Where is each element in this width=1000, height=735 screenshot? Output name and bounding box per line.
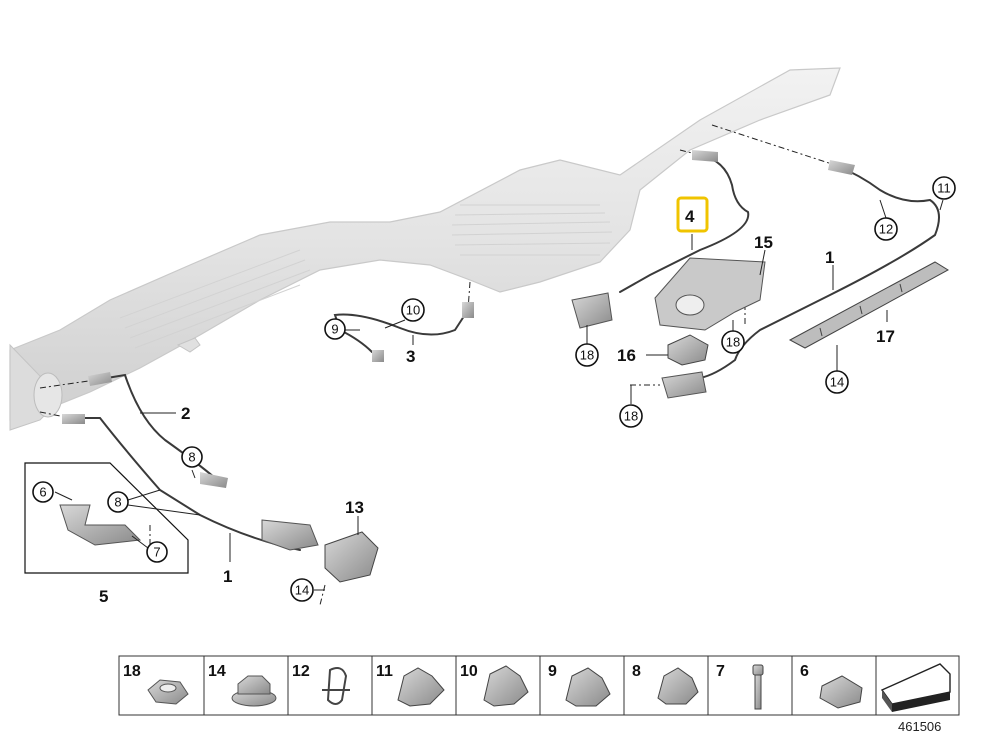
callout-11: 11 xyxy=(932,176,956,200)
label-1-right: 1 xyxy=(825,248,834,267)
legend-item-8: 8 xyxy=(632,663,641,680)
callout-8-inset: 8 xyxy=(107,491,129,513)
callout-10: 10 xyxy=(401,298,425,322)
label-13: 13 xyxy=(345,498,364,517)
cable-holder-10-icon xyxy=(483,665,529,707)
legend-item-7: 7 xyxy=(716,663,725,680)
cable-holder-9-icon xyxy=(565,667,611,707)
legend-item-12: 12 xyxy=(292,663,310,680)
brackets xyxy=(59,257,949,583)
label-3: 3 xyxy=(406,347,415,366)
exhaust-system xyxy=(9,67,841,431)
svg-text:11: 11 xyxy=(937,181,951,196)
svg-text:12: 12 xyxy=(879,222,893,237)
callout-18-lower: 18 xyxy=(619,404,643,428)
part-labels: 1 1 2 3 4 5 13 15 16 17 xyxy=(99,207,895,606)
svg-text:9: 9 xyxy=(331,322,338,337)
svg-text:7: 7 xyxy=(153,545,160,560)
svg-text:14: 14 xyxy=(830,375,844,390)
callout-18-sensor: 18 xyxy=(575,343,599,367)
clip-icon xyxy=(322,667,350,705)
svg-text:10: 10 xyxy=(406,303,420,318)
svg-text:6: 6 xyxy=(39,485,46,500)
flange-nut-icon xyxy=(231,675,277,707)
cable-sleeve-icon xyxy=(819,675,863,709)
legend-item-11: 11 xyxy=(376,663,393,680)
reference-number: 461506 xyxy=(898,719,941,734)
callout-9: 9 xyxy=(324,318,346,340)
leader-lines xyxy=(39,124,836,606)
svg-text:18: 18 xyxy=(580,348,594,363)
legend-item-14: 14 xyxy=(208,663,226,680)
inset-frame xyxy=(24,462,189,574)
oxygen-sensor-harnesses xyxy=(62,150,940,551)
callout-18-bracket: 18 xyxy=(721,330,745,354)
hex-nut-icon xyxy=(147,679,189,705)
label-4: 4 xyxy=(685,207,695,226)
label-2: 2 xyxy=(181,404,190,423)
callout-6: 6 xyxy=(32,481,54,503)
callout-7: 7 xyxy=(146,541,168,563)
callouts: 6 7 8 8 9 10 11 12 14 14 18 18 18 xyxy=(32,176,956,602)
legend-strip: 18 14 12 11 10 9 8 7 6 xyxy=(118,655,960,716)
label-5: 5 xyxy=(99,587,108,606)
label-leaders xyxy=(54,199,944,591)
legend-item-10: 10 xyxy=(460,663,478,680)
callout-14-bracket: 14 xyxy=(290,578,314,602)
callout-8-harness: 8 xyxy=(181,446,203,468)
legend-item-9: 9 xyxy=(548,663,557,680)
svg-text:8: 8 xyxy=(114,495,121,510)
highlight-box xyxy=(676,196,709,233)
label-1-left: 1 xyxy=(223,567,232,586)
svg-text:8: 8 xyxy=(188,450,195,465)
svg-text:18: 18 xyxy=(624,409,638,424)
callout-12: 12 xyxy=(874,217,898,241)
legend-item-6: 6 xyxy=(800,663,809,680)
screw-icon xyxy=(752,664,764,710)
cable-holder-8-icon xyxy=(657,667,699,705)
label-15: 15 xyxy=(754,233,773,252)
cable-holder-11-icon xyxy=(397,667,445,707)
label-16: 16 xyxy=(617,346,636,365)
svg-text:18: 18 xyxy=(726,335,740,350)
legend-item-18: 18 xyxy=(123,663,141,680)
label-17: 17 xyxy=(876,327,895,346)
tool-wedge-icon xyxy=(880,663,951,712)
svg-text:14: 14 xyxy=(295,583,309,598)
callout-14-rail: 14 xyxy=(825,370,849,394)
